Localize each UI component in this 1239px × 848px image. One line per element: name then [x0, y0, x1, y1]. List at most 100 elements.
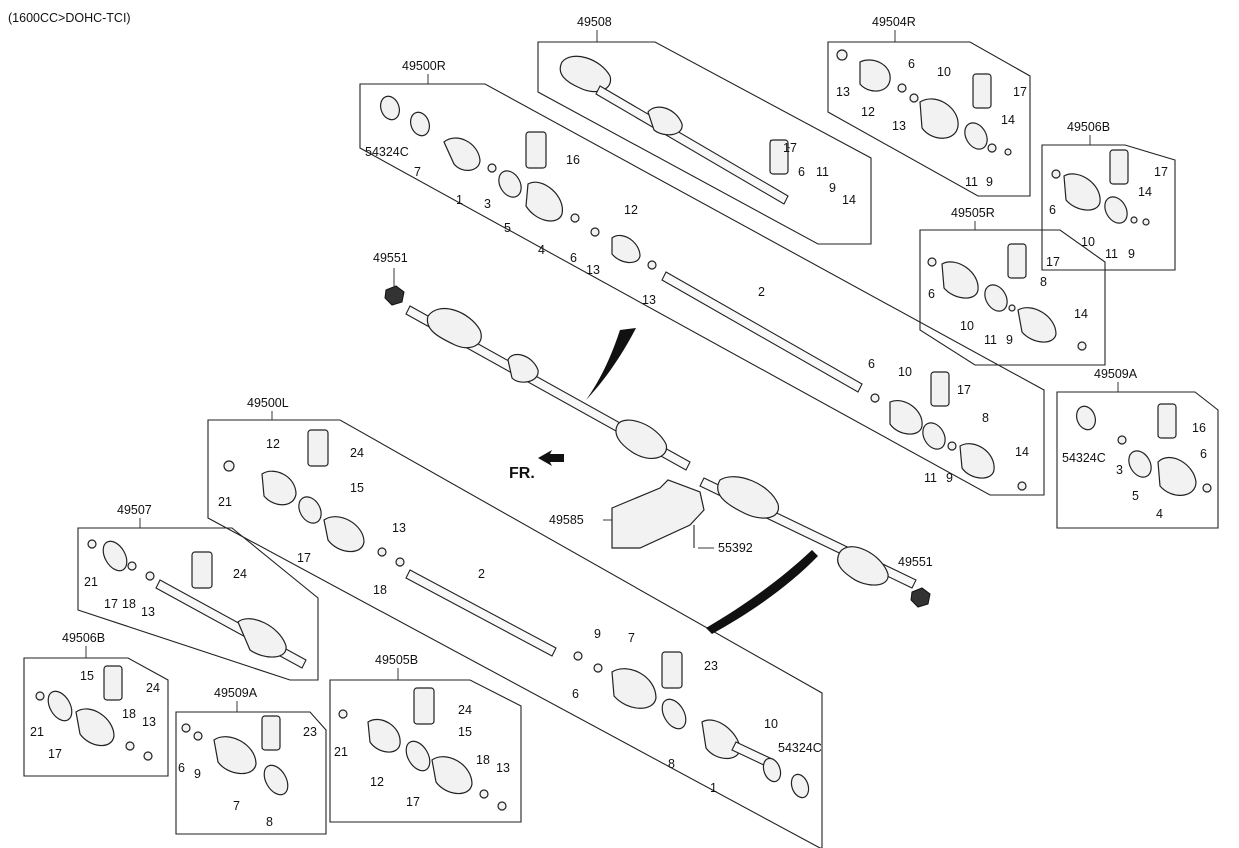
callout-15: 15 [350, 481, 364, 495]
frame-49505B [329, 679, 522, 823]
kit-49506B-left-parts [35, 665, 153, 761]
part-49551-lower: 49551 [898, 555, 933, 569]
callout-54324C: 54324C [1062, 451, 1106, 465]
callout-14: 14 [1138, 185, 1152, 199]
callout-17: 17 [783, 141, 797, 155]
part-49585: 49585 [549, 513, 584, 527]
callout-17: 17 [1013, 85, 1027, 99]
callout-9: 9 [946, 471, 953, 485]
callout-54324C: 54324C [778, 741, 822, 755]
bracket-icon [611, 479, 705, 549]
outer-boot-icon [426, 307, 482, 349]
group-label-49500R: 49500R [402, 59, 446, 73]
callout-12: 12 [370, 775, 384, 789]
engine-spec-label: (1600CC>DOHC-TCI) [8, 11, 131, 25]
callout-10: 10 [960, 319, 974, 333]
group-label-49504R: 49504R [872, 15, 916, 29]
callout-17: 17 [297, 551, 311, 565]
callout-13: 13 [836, 85, 850, 99]
callout-10: 10 [898, 365, 912, 379]
callout-5: 5 [504, 221, 511, 235]
callout-23: 23 [303, 725, 317, 739]
front-arrow-icon [538, 450, 564, 466]
front-direction-indicator: FR. [509, 450, 564, 482]
frame-49505R [919, 229, 1106, 366]
inner-joint-icon [615, 419, 668, 460]
callout-2: 2 [478, 567, 485, 581]
callout-1: 1 [710, 781, 717, 795]
callout-6: 6 [928, 287, 935, 301]
group-label-49509A-left: 49509A [214, 686, 258, 700]
callout-18: 18 [122, 597, 136, 611]
frame-49509A-left [175, 711, 327, 835]
callout-21: 21 [334, 745, 348, 759]
callout-10: 10 [1081, 235, 1095, 249]
callout-12: 12 [266, 437, 280, 451]
direction-arrow-upper [586, 328, 636, 400]
callout-10: 10 [937, 65, 951, 79]
callout-8: 8 [1040, 275, 1047, 289]
callout-24: 24 [350, 446, 364, 460]
part-55392: 55392 [718, 541, 753, 555]
part-number-callouts: 17 6 11 9 14 13 12 6 13 10 17 14 11 9 54… [30, 57, 1207, 829]
damper-icon [507, 353, 539, 383]
outer-boot-left-icon [837, 546, 889, 586]
callout-9: 9 [829, 181, 836, 195]
front-label: FR. [509, 465, 535, 482]
callout-6: 6 [798, 165, 805, 179]
callout-15: 15 [458, 725, 472, 739]
hub-nut-left-icon [910, 587, 931, 608]
callout-6: 6 [1049, 203, 1056, 217]
callout-12: 12 [861, 105, 875, 119]
callout-6: 6 [570, 251, 577, 265]
callout-9: 9 [594, 627, 601, 641]
group-label-49505R: 49505R [951, 206, 995, 220]
callout-14: 14 [842, 193, 856, 207]
kit-49500L-parts [223, 429, 810, 799]
callout-21: 21 [84, 575, 98, 589]
callout-17: 17 [48, 747, 62, 761]
callout-6: 6 [1200, 447, 1207, 461]
frame-49508 [537, 41, 872, 245]
callout-17: 17 [104, 597, 118, 611]
kit-49500R-parts [379, 95, 1027, 491]
callout-1: 1 [456, 193, 463, 207]
main-shaft-right [384, 268, 691, 471]
callout-16: 16 [566, 153, 580, 167]
kit-49507-parts [87, 539, 307, 669]
part-49551-upper: 49551 [373, 251, 408, 265]
callout-8: 8 [982, 411, 989, 425]
frame-49500L [207, 419, 823, 848]
callout-24: 24 [233, 567, 247, 581]
callout-11: 11 [1105, 247, 1118, 261]
group-label-49508: 49508 [577, 15, 612, 29]
callout-17: 17 [406, 795, 420, 809]
callout-17: 17 [1046, 255, 1060, 269]
frame-49504R [827, 41, 1031, 197]
callout-54324C: 54324C [365, 145, 409, 159]
group-label-49507: 49507 [117, 503, 152, 517]
callout-13: 13 [496, 761, 510, 775]
direction-arrow-lower [706, 550, 818, 634]
callout-13: 13 [142, 715, 156, 729]
callout-18: 18 [476, 753, 490, 767]
callout-24: 24 [146, 681, 160, 695]
callout-12: 12 [624, 203, 638, 217]
callout-7: 7 [628, 631, 635, 645]
callout-10: 10 [764, 717, 778, 731]
kit-49509A-right-parts [1075, 403, 1212, 496]
frame-49509A-right [1056, 391, 1219, 529]
callout-18: 18 [122, 707, 136, 721]
main-shaft-left [699, 476, 931, 634]
callout-9: 9 [194, 767, 201, 781]
group-label-49506B-left: 49506B [62, 631, 105, 645]
frame-49506B-right [1041, 144, 1176, 271]
callout-5: 5 [1132, 489, 1139, 503]
kit-49506B-right-parts [1051, 149, 1150, 226]
callout-6: 6 [178, 761, 185, 775]
callout-13: 13 [586, 263, 600, 277]
callout-11: 11 [984, 333, 997, 347]
callout-14: 14 [1001, 113, 1015, 127]
callout-14: 14 [1074, 307, 1088, 321]
